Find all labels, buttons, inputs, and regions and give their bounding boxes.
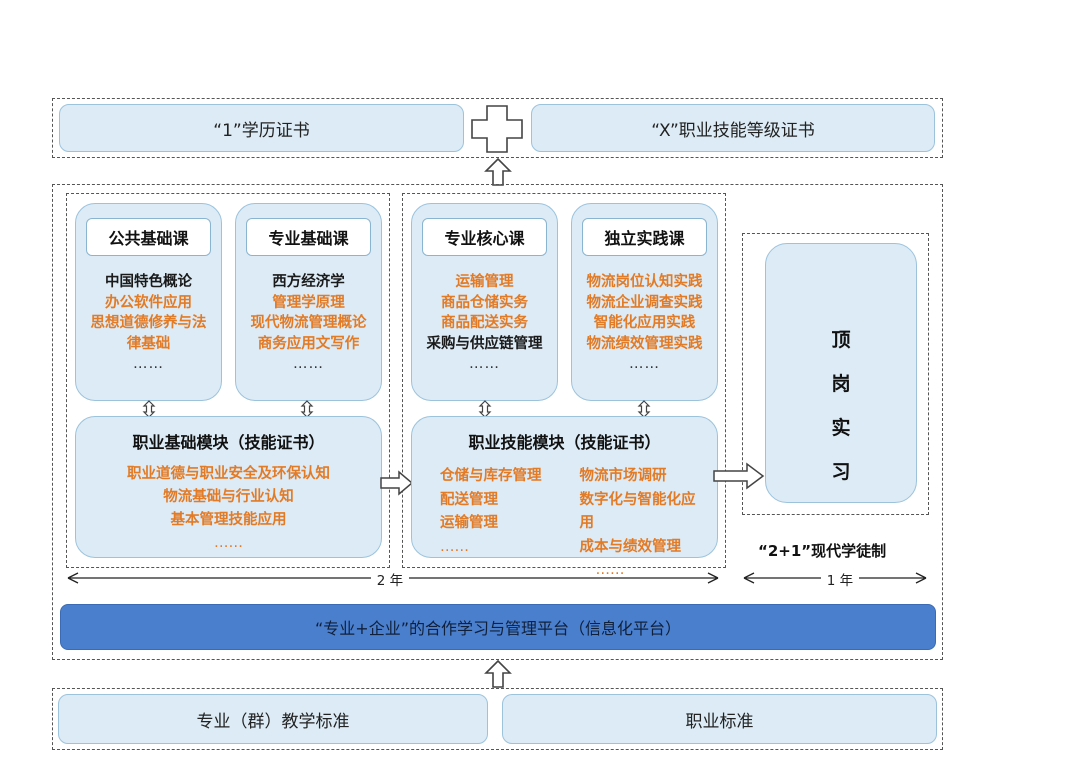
course-item: 现代物流管理概论 [250,315,367,331]
card-title: 公共基础课 [86,218,211,256]
vocational-basic-module: 职业基础模块（技能证书） 职业道德与职业安全及环保认知 物流基础与行业认知 基本… [75,416,382,558]
course-item: 西方经济学 [272,274,345,290]
course-item: 采购与供应链管理 [426,335,543,352]
ellipsis: …… [293,356,324,372]
course-item: 物流绩效管理实践 [586,335,703,352]
course-item: 物流岗位认知实践 [586,274,703,290]
card-title: 专业核心课 [422,218,547,256]
course-card-professional-basic: 专业基础课 西方经济学 管理学原理 现代物流管理概论 商务应用文写作 …… [235,203,382,401]
x-skill-certificate-label: “X”职业技能等级证书 [651,120,815,141]
standards-row [52,688,943,750]
ellipsis: …… [469,356,500,372]
course-item: 运输管理 [455,274,514,290]
course-item: 律基础 [126,335,171,352]
ellipsis: …… [214,535,243,551]
course-item: 物流企业调查实践 [586,294,703,311]
module-item: 物流基础与行业认知 [163,489,294,505]
certificate-row [52,98,943,158]
course-card-independent-practice: 独立实践课 物流岗位认知实践 物流企业调查实践 智能化应用实践 物流绩效管理实践… [571,203,718,401]
plus-icon [471,105,523,153]
module-item-grid: 仓储与库存管理 配送管理 运输管理 …… 物流市场调研 数字化与智能化应用 成本… [440,465,703,583]
course-item: 智能化应用实践 [593,315,696,331]
course-item: 商品仓储实务 [441,294,528,311]
module-item: 仓储与库存管理 [440,468,542,484]
card-title: 专业基础课 [246,218,371,256]
apprenticeship-label: “2+1”现代学徒制 [758,542,887,560]
span-label-1-year: 1 年 [820,573,860,589]
course-item: 思想道德修养与法 [90,315,207,331]
module-right-column: 物流市场调研 数字化与智能化应用 成本与绩效管理 …… [580,465,704,583]
course-item: 管理学原理 [272,294,345,311]
module-item: 成本与绩效管理 [579,538,682,555]
span-label-2-years: 2 年 [370,573,410,589]
vocational-standard-label: 职业标准 [685,711,754,732]
course-card-public-basic: 公共基础课 中国特色概论 办公软件应用 思想道德修养与法 律基础 …… [75,203,222,401]
module-item: 数字化与智能化应用 [579,491,696,532]
x-skill-certificate-box: “X”职业技能等级证书 [531,104,935,152]
course-item: 中国特色概论 [105,274,192,290]
module-item-list: 职业道德与职业安全及环保认知 物流基础与行业认知 基本管理技能应用 …… [76,463,381,555]
module-title: 职业技能模块（技能证书） [468,433,661,452]
module-title: 职业基础模块（技能证书） [132,433,325,452]
course-card-professional-core: 专业核心课 运输管理 商品仓储实务 商品配送实务 采购与供应链管理 …… [411,203,558,401]
curriculum-container [52,184,943,660]
internship-char: 习 [831,461,851,483]
module-item: 运输管理 [440,515,498,531]
module-item: 基本管理技能应用 [170,512,287,528]
academic-certificate-box: “1”学历证书 [59,104,464,152]
span-label-wrap: 1 年 [795,569,885,589]
ellipsis: …… [133,356,164,372]
year-group-middle [402,193,726,568]
internship-char: 顶 [831,329,851,351]
ellipsis: …… [440,538,469,555]
course-item: 商务应用文写作 [257,335,360,352]
teaching-standard-label: 专业（群）教学标准 [196,711,350,732]
module-item: 职业道德与职业安全及环保认知 [127,466,330,482]
course-list: 运输管理 商品仓储实务 商品配送实务 采购与供应链管理 …… [412,272,557,375]
course-item: 办公软件应用 [105,294,192,311]
course-list: 西方经济学 管理学原理 现代物流管理概论 商务应用文写作 …… [236,272,381,375]
up-arrow-icon [484,158,512,186]
right-arrow-icon [713,462,765,490]
internship-char: 岗 [831,373,851,395]
year-group-left [66,193,390,568]
internship-char: 实 [831,417,851,439]
teaching-standard-box: 专业（群）教学标准 [58,694,488,744]
platform-bar: “专业+企业”的合作学习与管理平台（信息化平台） [60,604,936,650]
module-left-column: 仓储与库存管理 配送管理 运输管理 …… [440,465,564,583]
ellipsis: …… [595,562,625,578]
module-item: 物流市场调研 [579,468,667,484]
course-item: 商品配送实务 [441,315,528,331]
up-arrow-icon [484,660,512,688]
vocational-standard-box: 职业标准 [502,694,937,744]
platform-label: “专业+企业”的合作学习与管理平台（信息化平台） [315,619,681,638]
ellipsis: …… [629,356,660,372]
academic-certificate-label: “1”学历证书 [213,120,310,141]
course-list: 物流岗位认知实践 物流企业调查实践 智能化应用实践 物流绩效管理实践 …… [572,272,717,375]
internship-box: 顶 岗 实 习 [765,243,917,503]
internship-group [742,233,929,515]
vocational-skill-module: 职业技能模块（技能证书） 仓储与库存管理 配送管理 运输管理 …… 物流市场调研… [411,416,718,578]
span-label-wrap: 2 年 [340,569,440,589]
course-list: 中国特色概论 办公软件应用 思想道德修养与法 律基础 …… [76,272,221,375]
right-arrow-icon [380,470,414,496]
card-title: 独立实践课 [582,218,707,256]
module-item: 配送管理 [440,491,498,508]
